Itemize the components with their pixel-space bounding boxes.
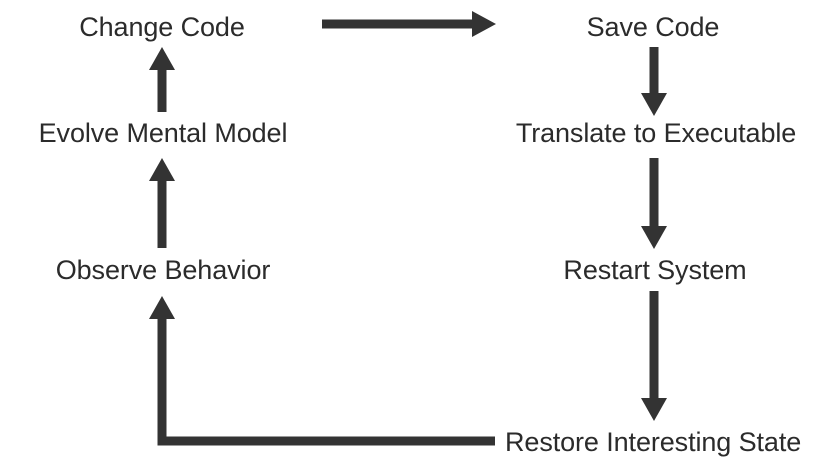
node-label-restore-interesting-state: Restore Interesting State bbox=[505, 427, 802, 457]
node-label-translate-to-executable: Translate to Executable bbox=[515, 118, 797, 148]
arrow-restore-to-observe bbox=[149, 296, 495, 446]
node-label-observe-behavior: Observe Behavior bbox=[55, 255, 271, 285]
arrow-change-code-to-save-code bbox=[322, 11, 496, 37]
node-label-evolve-mental-model: Evolve Mental Model bbox=[38, 118, 288, 148]
arrow-evolve-to-change-code bbox=[149, 47, 175, 112]
arrow-restart-to-restore bbox=[641, 291, 667, 421]
node-label-save-code: Save Code bbox=[586, 12, 720, 42]
arrow-translate-to-restart bbox=[641, 158, 667, 249]
node-label-change-code: Change Code bbox=[79, 12, 245, 42]
arrow-save-code-to-translate bbox=[641, 47, 667, 116]
node-label-restart-system: Restart System bbox=[563, 255, 747, 285]
arrow-observe-to-evolve bbox=[149, 158, 175, 248]
